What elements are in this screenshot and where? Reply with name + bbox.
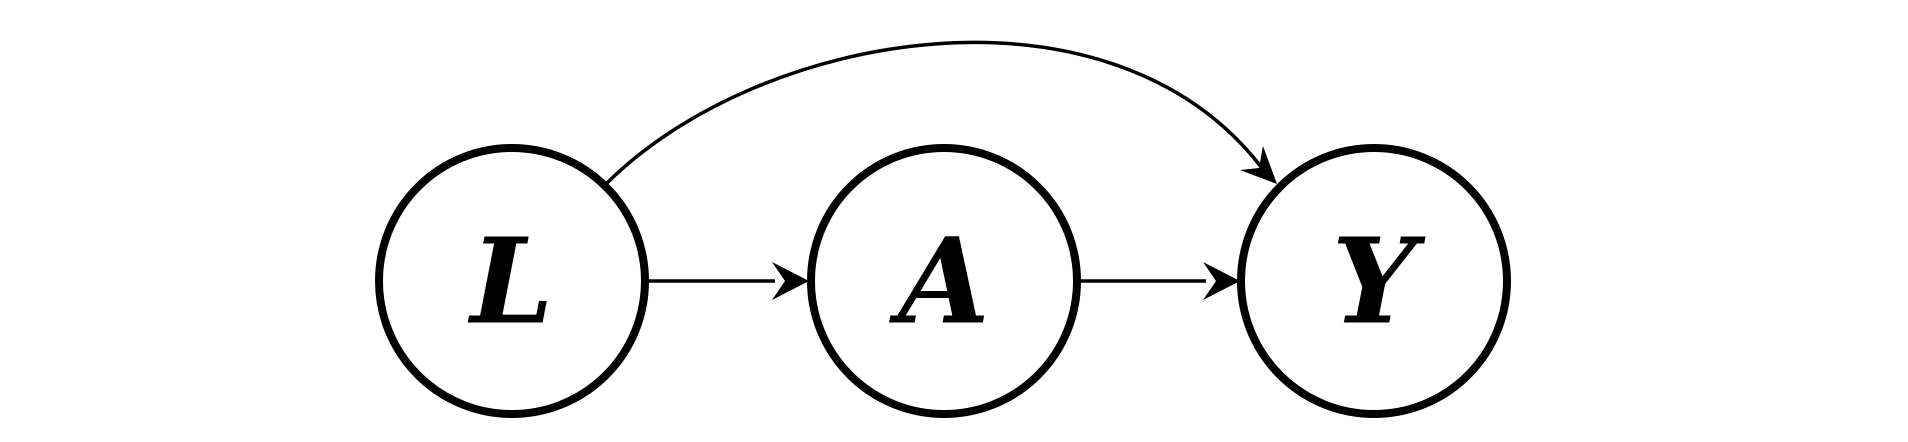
node-circle <box>375 144 649 418</box>
node-label: A <box>888 212 990 351</box>
edge-l-to-a <box>646 262 809 300</box>
node-label: Y <box>1332 212 1426 351</box>
node-circle <box>807 144 1081 418</box>
node-circle <box>1237 144 1511 418</box>
arrow-head <box>1203 262 1240 300</box>
edge-curve <box>604 40 1264 186</box>
node-l: L <box>375 144 649 418</box>
arrow-head <box>772 262 809 300</box>
node-label: L <box>468 212 554 351</box>
edge-a-to-y <box>1077 262 1240 300</box>
arrow-head <box>1240 146 1277 184</box>
node-a: A <box>807 144 1081 418</box>
node-y: Y <box>1237 144 1511 418</box>
edge-l-to-y <box>604 40 1277 186</box>
